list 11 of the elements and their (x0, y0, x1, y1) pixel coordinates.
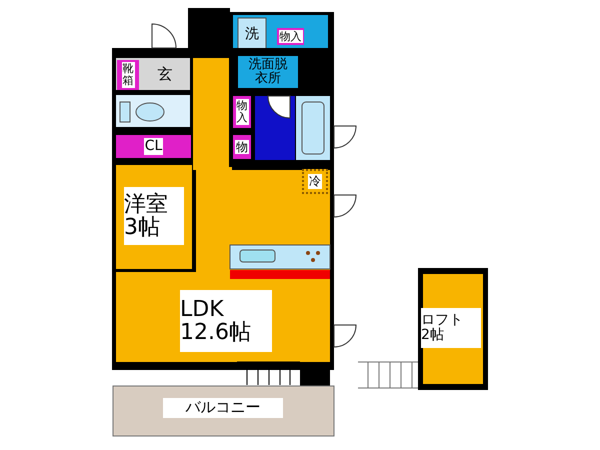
room-label: 洋室 3帖 (124, 187, 184, 245)
storage-label: CL (116, 135, 191, 158)
room-label: 洗面脱衣所 (238, 56, 298, 88)
storage-label: 物入 (233, 96, 251, 128)
room-label: ロフト 2帖 (421, 308, 481, 348)
fridge-space: 冷 (302, 169, 328, 194)
storage-label: 物 (233, 135, 251, 159)
storage-label: 靴箱 (117, 60, 139, 90)
room-label: バルコニー (163, 398, 283, 418)
storage-label: 物入 (277, 28, 304, 45)
room-label: LDK 12.6帖 (180, 290, 272, 352)
